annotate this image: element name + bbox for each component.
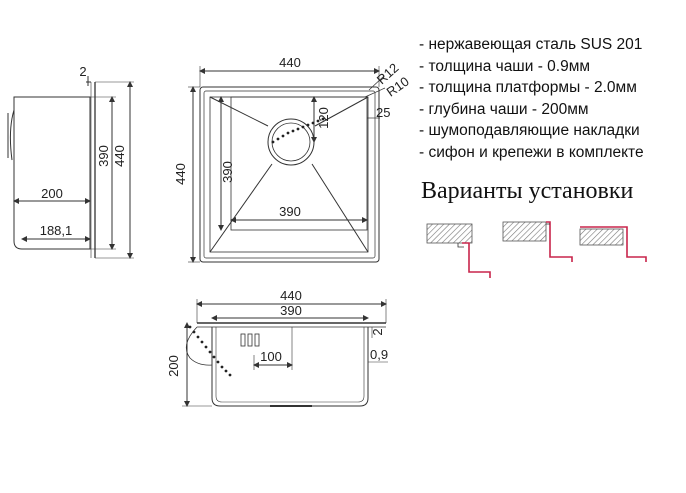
front-platform-thickness-label: 2 (370, 328, 385, 335)
side-inner-label: 390 (96, 145, 111, 167)
spec-item: - нержавеющая сталь SUS 201 (419, 36, 643, 53)
variants-title: Варианты установки (421, 178, 634, 204)
side-depth-label: 200 (41, 186, 63, 201)
install-variant-3 (579, 226, 647, 262)
side-thickness-label: 2 (79, 64, 86, 79)
install-variant-2 (502, 221, 573, 262)
top-view (188, 66, 386, 263)
top-inner-width-label: 390 (279, 204, 301, 219)
spec-list: - нержавеющая сталь SUS 201 - толщина ча… (419, 34, 644, 163)
top-drain-dots (271, 117, 325, 144)
front-outer-label: 440 (280, 288, 302, 303)
front-drain-dots (188, 325, 232, 377)
top-corner-label: 25 (376, 105, 390, 120)
side-inner-depth-label: 188,1 (40, 223, 73, 238)
front-depth-label: 200 (166, 355, 181, 377)
front-drain-fittings (240, 333, 260, 347)
front-drain-offset-label: 100 (260, 349, 282, 364)
front-bowl-thickness-label: 0,9 (370, 347, 388, 362)
spec-item: - глубина чаши - 200мм (419, 100, 589, 118)
top-width-label: 440 (279, 55, 301, 70)
spec-item: - шумоподавляющие накладки (419, 122, 640, 139)
spec-item: - сифон и крепежи в комплекте (419, 143, 644, 161)
front-view (182, 299, 388, 407)
top-inner-height-label: 390 (220, 161, 235, 183)
top-height-label: 440 (173, 163, 188, 185)
install-variant-1 (426, 223, 491, 278)
side-outer-label: 440 (112, 145, 127, 167)
spec-item: - толщина платформы - 2.0мм (419, 79, 637, 96)
side-view (7, 76, 134, 259)
front-inner-label: 390 (280, 303, 302, 318)
spec-item: - толщина чаши - 0.9мм (419, 57, 591, 75)
top-drain-offset-label: 120 (316, 107, 331, 129)
